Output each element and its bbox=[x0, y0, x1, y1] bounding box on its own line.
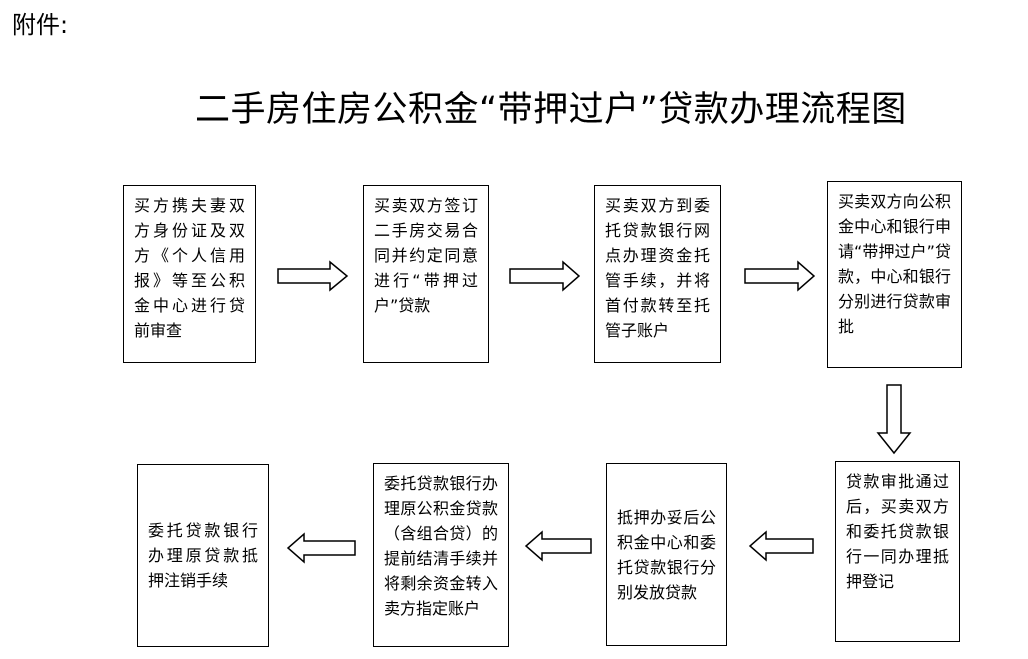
left-arrow-icon bbox=[524, 530, 592, 562]
step-box-4: 买卖双方向公积金中心和银行申请“带押过户”贷款，中心和银行分别进行贷款审批 bbox=[827, 181, 962, 368]
left-arrow-icon bbox=[286, 532, 356, 564]
step-box-5: 贷款审批通过后，买卖双方和委托贷款银行一同办理抵押登记 bbox=[835, 461, 960, 642]
step-text-2: 买卖双方签订二手房交易合同并约定同意进行“带押过户”贷款 bbox=[374, 196, 478, 315]
page-title: 二手房住房公积金“带押过户”贷款办理流程图 bbox=[195, 90, 907, 130]
step-box-7: 委托贷款银行办理原公积金贷款（含组合贷）的提前结清手续并将剩余资金转入卖方指定账… bbox=[373, 463, 509, 647]
step-text-5: 贷款审批通过后，买卖双方和委托贷款银行一同办理抵押登记 bbox=[846, 472, 949, 591]
step-box-2: 买卖双方签订二手房交易合同并约定同意进行“带押过户”贷款 bbox=[363, 185, 489, 363]
step-text-4: 买卖双方向公积金中心和银行申请“带押过户”贷款，中心和银行分别进行贷款审批 bbox=[838, 192, 951, 336]
step-box-8: 委托贷款银行办理原贷款抵押注销手续 bbox=[137, 464, 269, 647]
attachment-label: 附件: bbox=[12, 11, 69, 39]
step-box-1: 买方携夫妻双方身份证及双方《个人信用报》等至公积金中心进行贷前审查 bbox=[123, 185, 256, 363]
left-arrow-icon bbox=[748, 530, 814, 562]
step-text-8: 委托贷款银行办理原贷款抵押注销手续 bbox=[148, 521, 258, 590]
right-arrow-icon bbox=[277, 260, 349, 292]
step-text-6: 抵押办妥后公积金中心和委托贷款银行分别发放贷款 bbox=[617, 507, 716, 602]
down-arrow-icon bbox=[876, 384, 912, 455]
step-text-3: 买卖双方到委托贷款银行网点办理资金托管手续，并将首付款转至托管子账户 bbox=[605, 196, 710, 340]
step-box-6: 抵押办妥后公积金中心和委托贷款银行分别发放贷款 bbox=[606, 463, 727, 646]
right-arrow-icon bbox=[509, 260, 581, 292]
right-arrow-icon bbox=[744, 260, 816, 292]
step-text-1: 买方携夫妻双方身份证及双方《个人信用报》等至公积金中心进行贷前审查 bbox=[134, 196, 245, 340]
step-box-3: 买卖双方到委托贷款银行网点办理资金托管手续，并将首付款转至托管子账户 bbox=[594, 185, 721, 363]
step-text-7: 委托贷款银行办理原公积金贷款（含组合贷）的提前结清手续并将剩余资金转入卖方指定账… bbox=[384, 474, 498, 618]
